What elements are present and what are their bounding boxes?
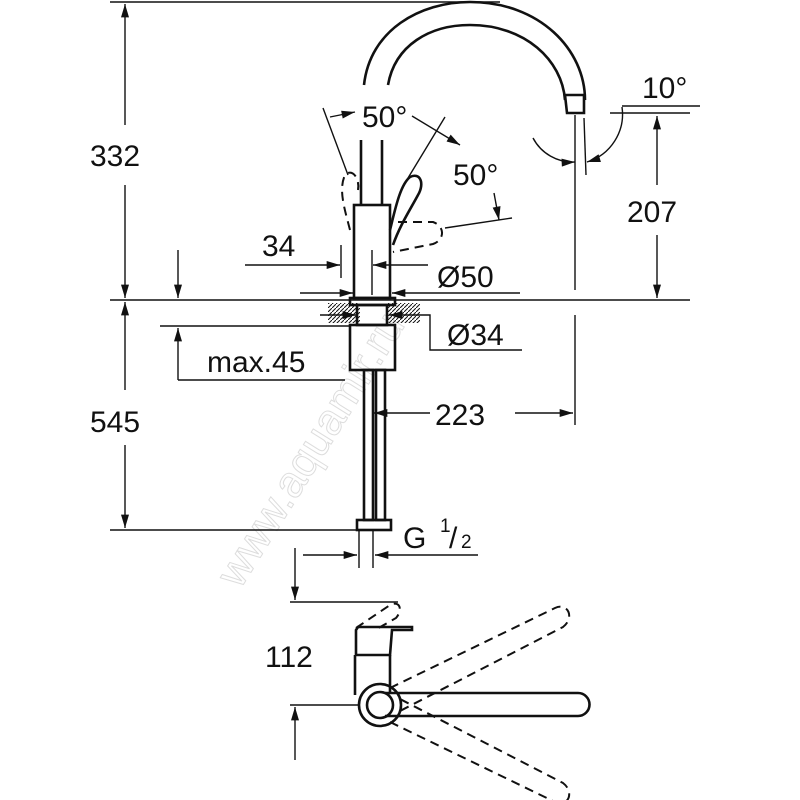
dim-207: 207 xyxy=(627,196,677,229)
max-thickness-dimension: max.45 xyxy=(160,250,350,381)
faucet-body xyxy=(341,140,443,307)
spout-angle-dimension: 10° xyxy=(532,72,700,176)
dim-50-deg-front: 50° xyxy=(453,159,498,192)
lever-angle-dimensions: 50° 50° xyxy=(322,101,513,229)
dim-thread-den: 2 xyxy=(461,532,472,553)
height-dimension: 332 545 xyxy=(90,3,140,529)
lever-offset-dimension: 34 Ø50 xyxy=(245,230,520,297)
dim-max-45: max.45 xyxy=(207,346,305,379)
reference-lines xyxy=(110,1,690,531)
spout-height-dimension: 207 xyxy=(627,115,677,298)
dim-332: 332 xyxy=(90,140,140,173)
dim-thread-num: 1 xyxy=(440,516,451,537)
dim-223: 223 xyxy=(435,399,485,432)
dim-diameter-50: Ø50 xyxy=(437,261,494,294)
dim-34: 34 xyxy=(262,230,295,263)
thread-dimension: G 1 / 2 xyxy=(303,516,478,559)
dim-diameter-34: Ø34 xyxy=(447,319,504,352)
hole-diameter-dimension: Ø34 xyxy=(320,311,522,352)
dim-thread-g: G xyxy=(403,522,426,555)
spout xyxy=(362,0,587,115)
dim-545: 545 xyxy=(90,406,140,439)
dim-thread-slash: / xyxy=(449,522,458,555)
dim-50-deg-side: 50° xyxy=(362,101,407,134)
spout-reach-dimension: 223 xyxy=(374,399,574,432)
top-view: 112 xyxy=(265,548,591,800)
dim-112: 112 xyxy=(265,641,313,674)
dim-10-deg: 10° xyxy=(642,72,687,105)
